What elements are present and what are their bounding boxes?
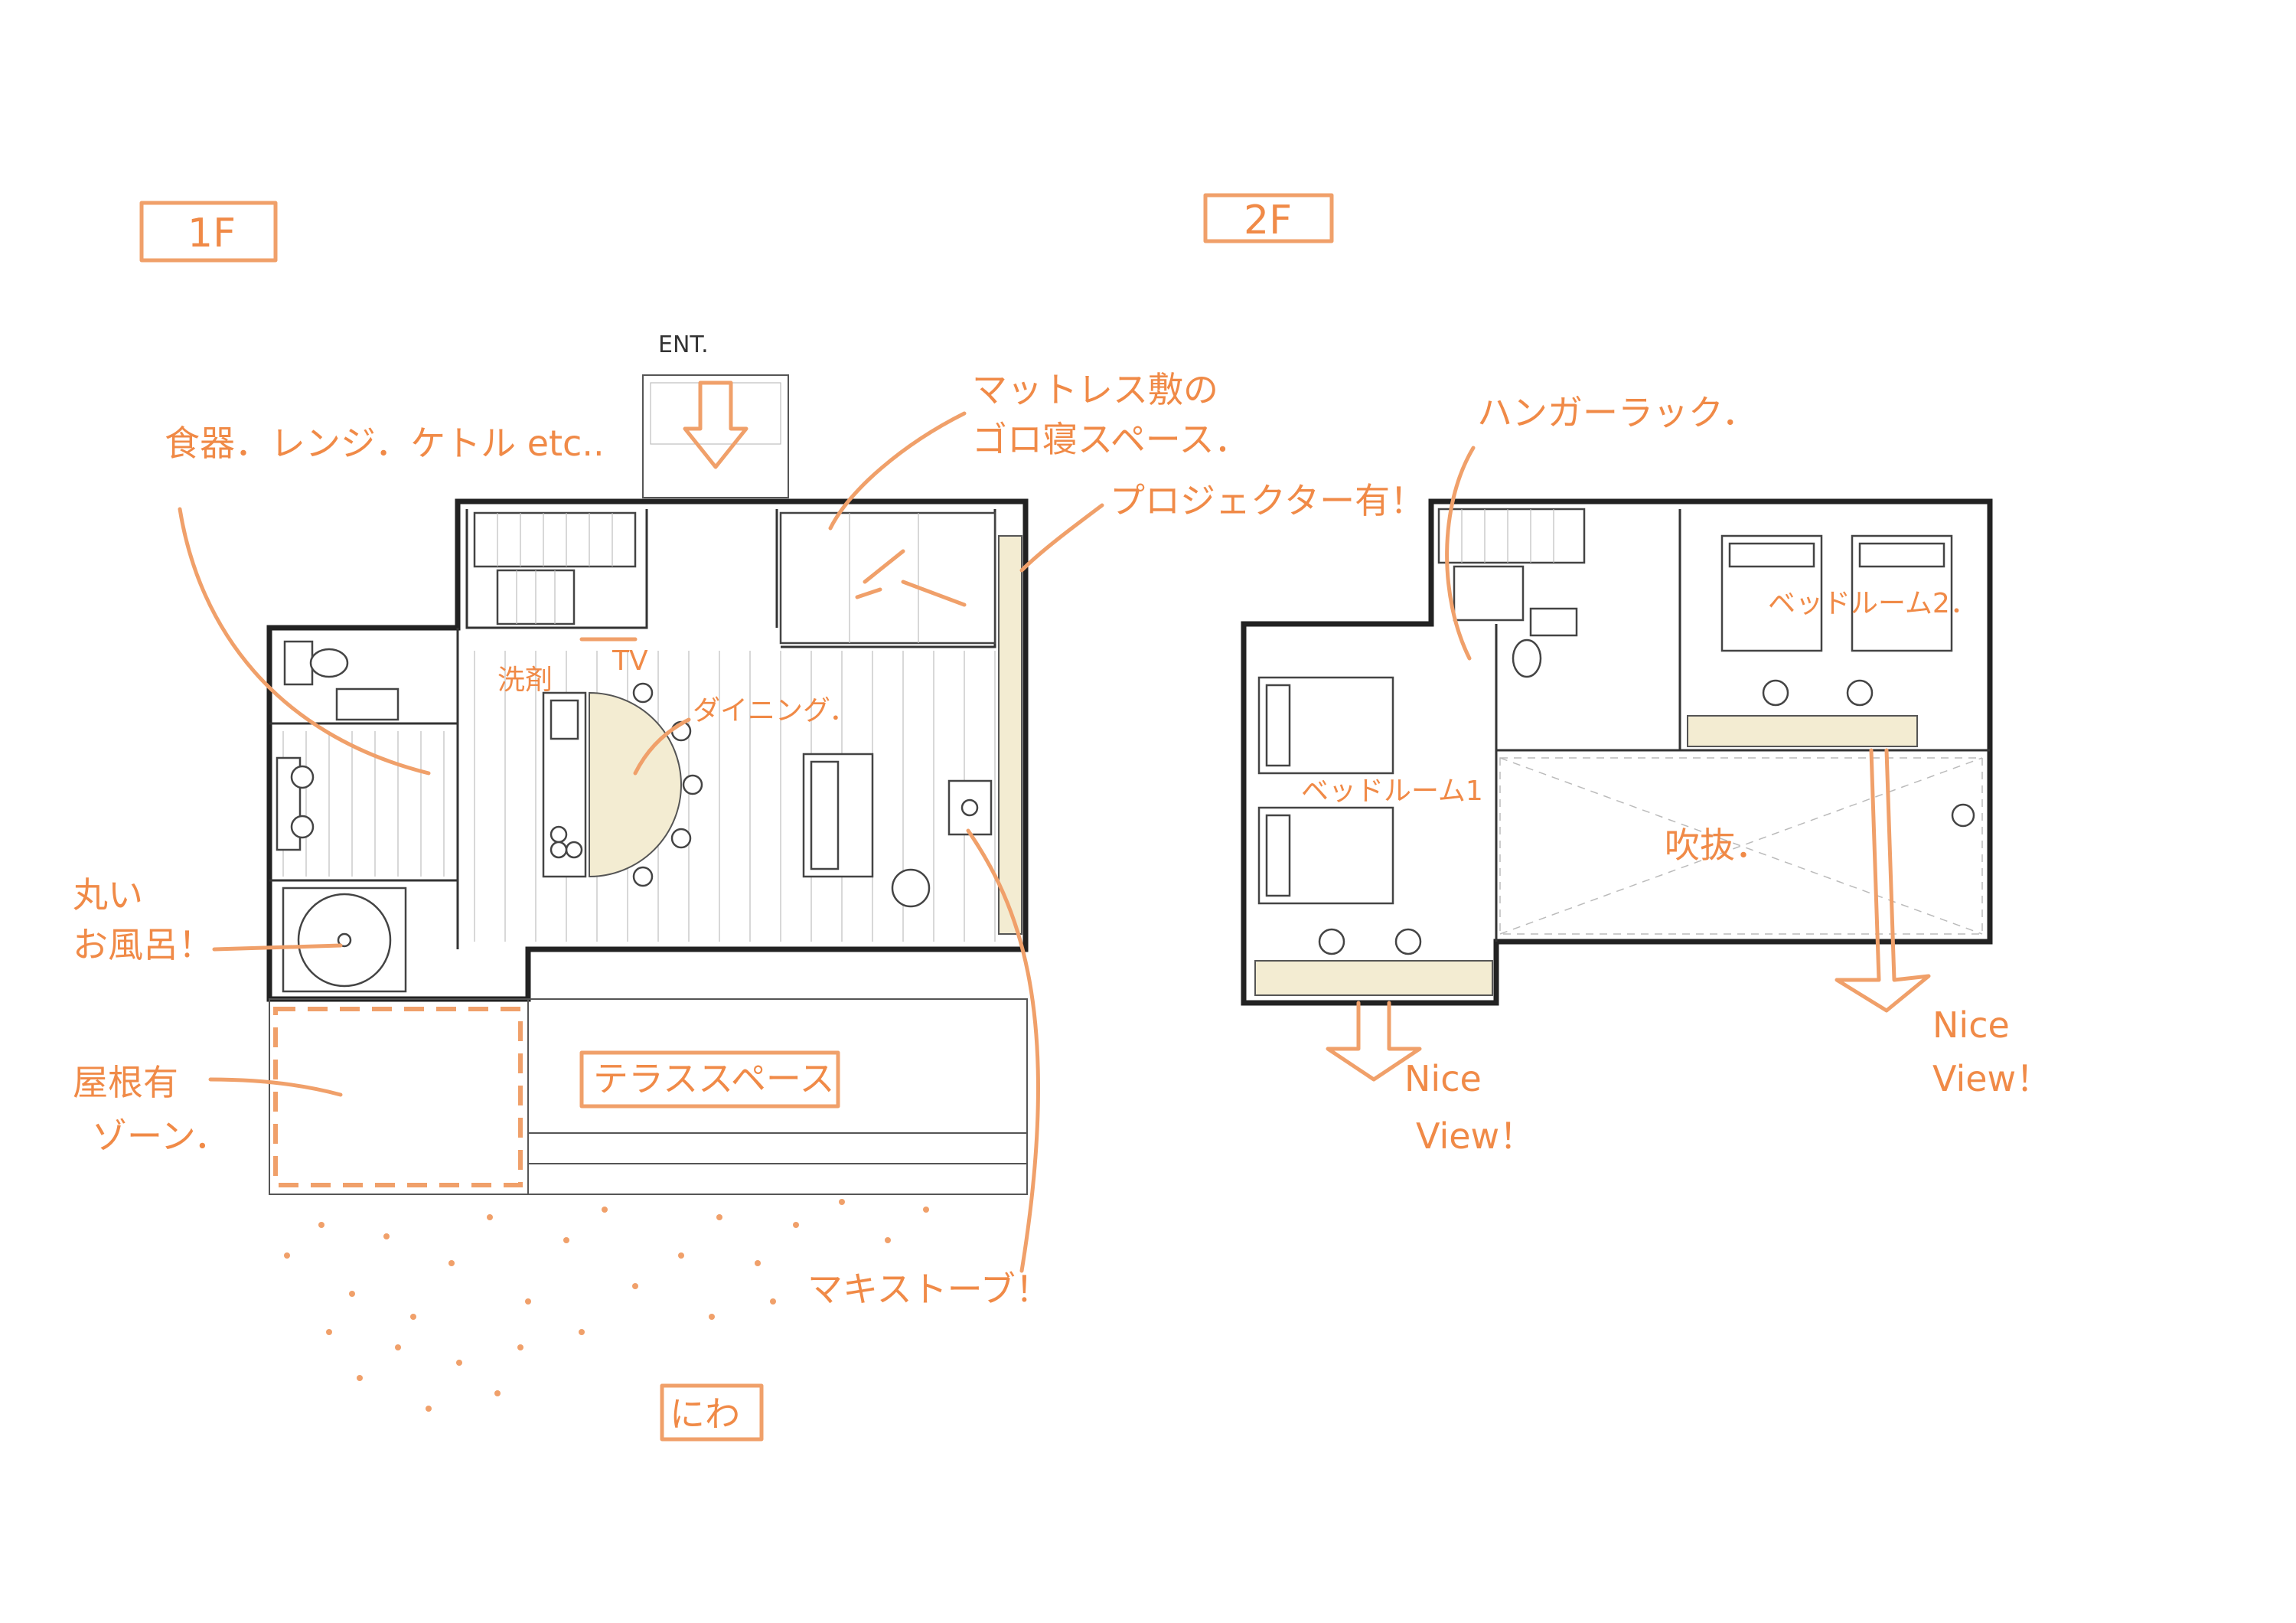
nice-view-arrow-2 bbox=[1835, 748, 1931, 1013]
first-floor-stairs bbox=[473, 511, 637, 625]
entrance-porch bbox=[642, 374, 789, 498]
bedroom-2-window-bench bbox=[1687, 715, 1918, 747]
callout-nice-view-1: Nice bbox=[1404, 1058, 1482, 1099]
second-floor-outer-wall bbox=[1241, 498, 1993, 1006]
callout-roofed-zone-2: ゾーン． bbox=[92, 1115, 229, 1157]
callout-wood-stove: マキストーブ！ bbox=[807, 1269, 1051, 1310]
sleeping-space-area bbox=[779, 511, 996, 645]
callout-nice-view-2: Nice bbox=[1932, 1004, 2010, 1046]
first-floor-plan: TV bbox=[266, 374, 1029, 1195]
garden-dots bbox=[284, 1199, 929, 1412]
callout-storage: 洗剤 bbox=[497, 665, 553, 696]
callout-terrace: テラススペース bbox=[593, 1058, 835, 1099]
garden-label-box bbox=[660, 1383, 764, 1442]
callout-sleeping-space: マットレス敷の bbox=[972, 369, 1218, 410]
lounge-chair bbox=[891, 868, 931, 908]
round-bath bbox=[282, 887, 407, 993]
callout-round-bath-2: お風呂！ bbox=[73, 924, 214, 965]
second-floor-plan bbox=[1241, 498, 1993, 1006]
handwritten-annotations: 1F 2F ENT. 食器．レンジ．ケトル etc.. マットレス敷の ゴロ寝ス… bbox=[73, 193, 2051, 1442]
second-floor-label: 2F bbox=[1244, 198, 1292, 243]
second-floor-label-box bbox=[1203, 193, 1334, 243]
tv-label: TV bbox=[612, 645, 648, 677]
callout-sleeping-space-2: ゴロ寝スペース． bbox=[972, 419, 1249, 460]
callout-roofed-zone: 屋根有 bbox=[73, 1062, 178, 1103]
terrace-area bbox=[269, 998, 1028, 1195]
ceiling-fan bbox=[1951, 803, 1975, 828]
second-floor-toilet bbox=[1512, 607, 1578, 678]
void-area bbox=[1499, 757, 1983, 935]
callout-nice-view-1b: View！ bbox=[1416, 1115, 1534, 1157]
bedroom-1-window-bench bbox=[1254, 960, 1493, 996]
callout-projector: プロジェクター有！ bbox=[1110, 480, 1425, 521]
nice-view-arrow-1 bbox=[1326, 1001, 1422, 1082]
first-floor-label: 1F bbox=[188, 211, 236, 256]
callout-garden: にわ bbox=[670, 1393, 740, 1435]
callout-round-bath: 丸い bbox=[73, 874, 143, 916]
callout-hanger-rack: ハンガーラック． bbox=[1477, 392, 1757, 433]
living-sofa bbox=[802, 753, 874, 878]
projector-wall-highlight bbox=[998, 535, 1022, 935]
callout-bedroom-2: ベッドルーム2． bbox=[1768, 588, 1978, 619]
wood-stove bbox=[947, 779, 993, 836]
callout-dining: ダイニング． bbox=[693, 695, 856, 727]
first-floor-label-box bbox=[139, 201, 278, 263]
bedroom-2-beds bbox=[1687, 534, 1953, 747]
wash-basins bbox=[276, 687, 400, 851]
kitchen-counter bbox=[542, 691, 587, 878]
bedroom-1-beds bbox=[1254, 676, 1493, 996]
callout-void: 吹抜． bbox=[1665, 825, 1770, 866]
first-floor-toilet bbox=[283, 640, 349, 686]
dining-table bbox=[589, 682, 703, 887]
entrance-arrow bbox=[683, 380, 748, 469]
callout-bedroom-1: ベッドルーム1 bbox=[1301, 776, 1483, 807]
roofed-zone-border bbox=[273, 1007, 523, 1187]
entrance-label: ENT. bbox=[658, 331, 709, 358]
terrace-label-box bbox=[579, 1050, 840, 1109]
second-floor-stairs bbox=[1437, 508, 1586, 622]
callout-kitchen-items: 食器．レンジ．ケトル etc.. bbox=[165, 423, 605, 464]
callout-nice-view-2b: View！ bbox=[1932, 1058, 2051, 1099]
